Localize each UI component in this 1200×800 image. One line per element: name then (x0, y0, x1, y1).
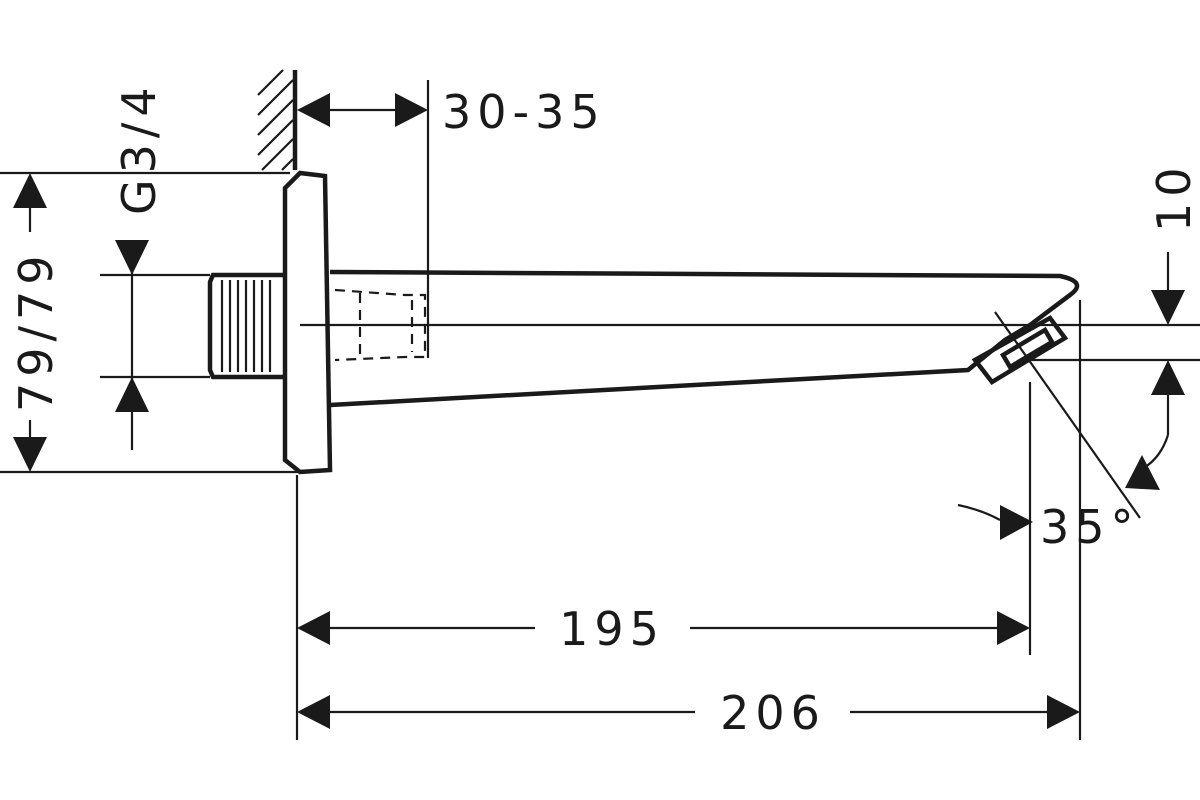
dim-angle: 35° (957, 434, 1170, 554)
rosette-flange (282, 170, 333, 475)
dim-outlet-height-label: 10 (1147, 161, 1200, 232)
dim-wall-gap: 30-35 (297, 80, 606, 358)
dim-length-outlet-label: 195 (559, 602, 665, 656)
thread-connector (207, 272, 285, 380)
wall-hatching (257, 69, 294, 171)
dim-length-outlet: 195 (295, 382, 1032, 740)
dim-angle-label: 35° (1040, 500, 1140, 554)
thread-lines (220, 280, 272, 372)
dim-length-total-label: 206 (720, 686, 826, 740)
aerator-outlet (971, 315, 1069, 385)
dim-outlet-height: 10 (1147, 161, 1200, 435)
dim-thread: G3/4 (100, 81, 210, 450)
dim-wall-gap-label: 30-35 (442, 85, 606, 139)
dim-height-label: 79/79 (9, 249, 63, 412)
reference-lines (300, 311, 1200, 519)
dim-height: 79/79 (0, 171, 300, 474)
dim-thread-label: G3/4 (112, 81, 166, 215)
angle-axis-line (994, 311, 1141, 519)
wall (257, 69, 298, 171)
dim-length-total: 206 (297, 300, 1082, 740)
spout-body (329, 269, 1080, 408)
